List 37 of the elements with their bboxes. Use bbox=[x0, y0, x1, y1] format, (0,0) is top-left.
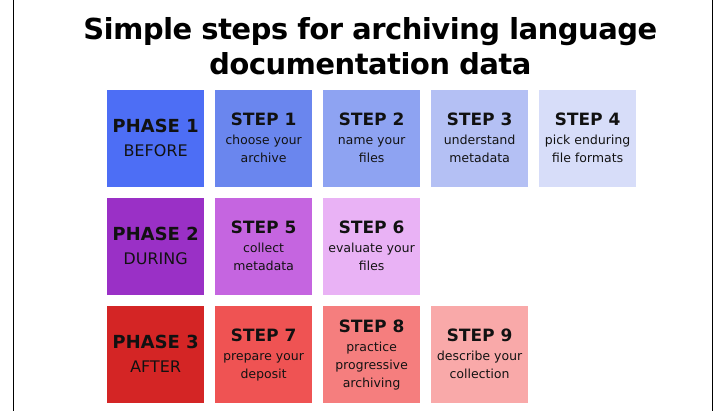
step-heading: STEP 8 bbox=[338, 317, 404, 338]
phase-name: AFTER bbox=[130, 356, 181, 378]
title: Simple steps for archiving language documentation data bbox=[82, 12, 658, 82]
step-heading: STEP 6 bbox=[338, 218, 404, 239]
phase-box bbox=[107, 306, 204, 403]
step-box bbox=[431, 306, 528, 403]
step-heading: STEP 5 bbox=[230, 218, 296, 239]
step-description: describe your collection bbox=[436, 347, 524, 383]
step-heading: STEP 7 bbox=[230, 326, 296, 347]
phase-name: DURING bbox=[123, 248, 188, 270]
step-heading: STEP 2 bbox=[338, 110, 404, 131]
step-box bbox=[323, 306, 420, 403]
step-heading: STEP 4 bbox=[554, 110, 620, 131]
step-box bbox=[215, 306, 312, 403]
phase-box bbox=[107, 90, 204, 187]
step-description: pick enduring file formats bbox=[544, 131, 632, 167]
step-heading: STEP 1 bbox=[230, 110, 296, 131]
step-box bbox=[539, 90, 636, 187]
step-description: name your files bbox=[336, 131, 406, 167]
step-description: evaluate your files bbox=[327, 239, 416, 275]
phase-heading: PHASE 1 bbox=[112, 114, 199, 138]
step-description: prepare your deposit bbox=[222, 347, 305, 383]
phase-box bbox=[107, 198, 204, 295]
phase-heading: PHASE 2 bbox=[112, 222, 199, 246]
step-heading: STEP 9 bbox=[446, 326, 512, 347]
step-box bbox=[431, 90, 528, 187]
step-description: understand metadata bbox=[442, 131, 516, 167]
step-description: choose your archive bbox=[224, 131, 303, 167]
step-box bbox=[323, 90, 420, 187]
phase-name: BEFORE bbox=[123, 140, 188, 162]
step-heading: STEP 3 bbox=[446, 110, 512, 131]
phase-heading: PHASE 3 bbox=[112, 330, 199, 354]
step-box bbox=[215, 90, 312, 187]
step-description: collect metadata bbox=[232, 239, 295, 275]
step-box bbox=[215, 198, 312, 295]
step-box bbox=[323, 198, 420, 295]
step-description: practice progressive archiving bbox=[334, 338, 409, 392]
